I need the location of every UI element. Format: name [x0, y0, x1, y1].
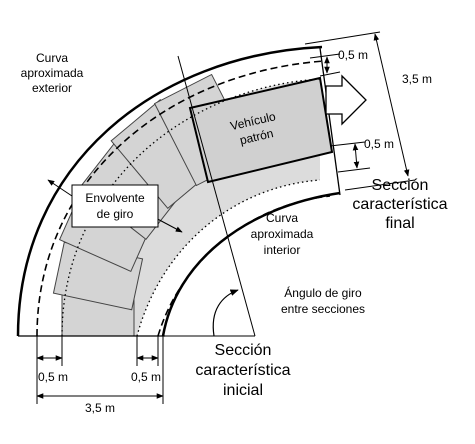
- envelope-label-line: de giro: [97, 207, 134, 221]
- turn-angle-label-line: Ángulo de giro: [284, 285, 362, 300]
- outer-curve-label-line: Curva: [36, 51, 68, 65]
- initial-section-label-line: inicial: [223, 382, 263, 399]
- dim-width-initial: 3,5 m: [85, 401, 115, 415]
- final-section-label-line: característica: [352, 196, 447, 213]
- dim-margin-bottom: 0,5 m: [364, 137, 394, 151]
- dim-margin-top: 0,5 m: [338, 48, 368, 62]
- initial-dimension-lines: [36, 336, 164, 404]
- inner-curve: [161, 191, 341, 337]
- outer-dashed-curve: [36, 60, 325, 337]
- inner-curve-label: Curva aproximada interior: [251, 211, 314, 257]
- outer-curve-label-line: aproximada: [21, 66, 84, 80]
- final-section-label-line: final: [385, 215, 414, 232]
- envelope-label-line: Envolvente: [85, 191, 145, 205]
- outer-curve: [16, 45, 323, 337]
- inner-curve-label-line: Curva: [266, 211, 298, 225]
- envelope-label-box: [71, 184, 159, 228]
- turn-angle-arc: [212, 289, 239, 337]
- dim-margin-left: 0,5 m: [38, 370, 68, 384]
- outer-curve-label: Curva aproximada exterior: [21, 51, 84, 95]
- outer-curve-label-line: exterior: [32, 81, 72, 95]
- final-section-label: Sección característica final: [352, 177, 447, 232]
- inner-curve-label-line: aproximada: [251, 227, 314, 241]
- dim-margin-right: 0,5 m: [131, 370, 161, 384]
- angle-ray-final: [177, 55, 256, 337]
- direction-arrow: [325, 74, 367, 126]
- reference-vehicle: [188, 76, 334, 184]
- inner-curve-label-line: interior: [264, 243, 301, 257]
- initial-section-label-line: Sección: [215, 342, 272, 359]
- dim-width-final: 3,5 m: [402, 72, 432, 86]
- final-section-line: [319, 47, 341, 196]
- envelope-label: Envolvente de giro: [85, 191, 145, 221]
- final-dimension-lines: [304, 31, 416, 191]
- turn-angle-label-line: entre secciones: [281, 302, 365, 316]
- initial-section-label: Sección característica inicial: [195, 342, 290, 399]
- initial-section-label-line: característica: [195, 362, 290, 379]
- turn-angle-label: Ángulo de giro entre secciones: [281, 285, 365, 316]
- final-section-label-line: Sección: [372, 177, 429, 194]
